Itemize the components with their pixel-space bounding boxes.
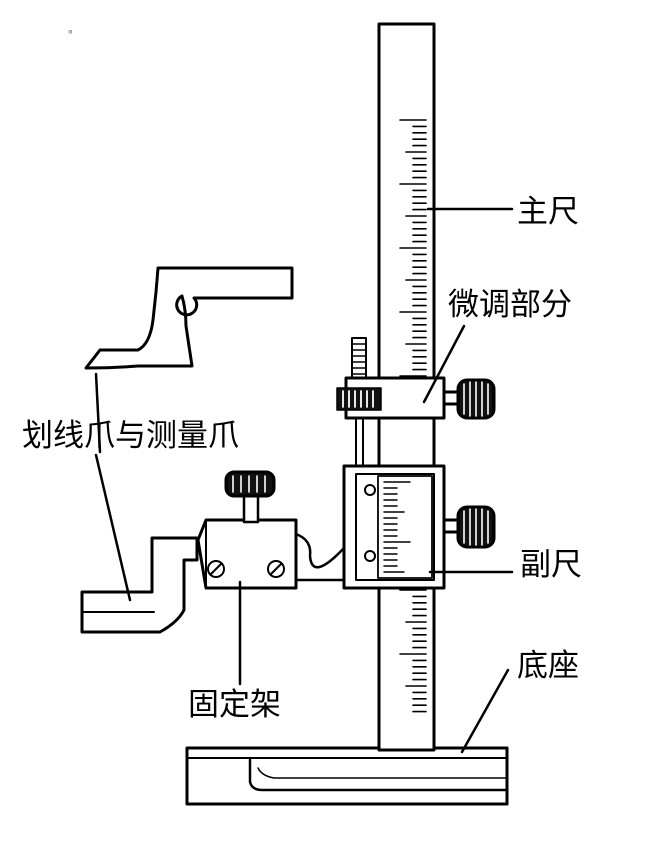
label-base: 底座 <box>517 648 579 684</box>
lower-scribe-jaw <box>80 536 199 634</box>
vernier-knob <box>442 505 496 549</box>
upper-scribe-jaw <box>84 266 294 370</box>
fine-adjust-knob <box>442 378 496 420</box>
label-fixed-frame: 固定架 <box>188 687 281 723</box>
label-scribe-jaw: 划线爪与测量爪 <box>22 418 239 454</box>
base <box>185 746 509 806</box>
main-scale-ticks-lower <box>399 589 427 713</box>
vernier-ticks <box>383 481 411 573</box>
label-main-scale: 主尺 <box>517 194 579 230</box>
leader-lines <box>94 207 514 754</box>
fixed-frame <box>196 470 346 590</box>
fine-adjust-block <box>336 376 446 420</box>
vernier-frame <box>342 464 446 590</box>
label-vernier: 副尺 <box>520 547 582 583</box>
label-fine-adjust: 微调部分 <box>448 287 572 323</box>
fine-adjust-rod <box>351 337 367 469</box>
svg-text:.: . <box>70 29 71 33</box>
main-scale-ticks-upper <box>399 119 427 377</box>
